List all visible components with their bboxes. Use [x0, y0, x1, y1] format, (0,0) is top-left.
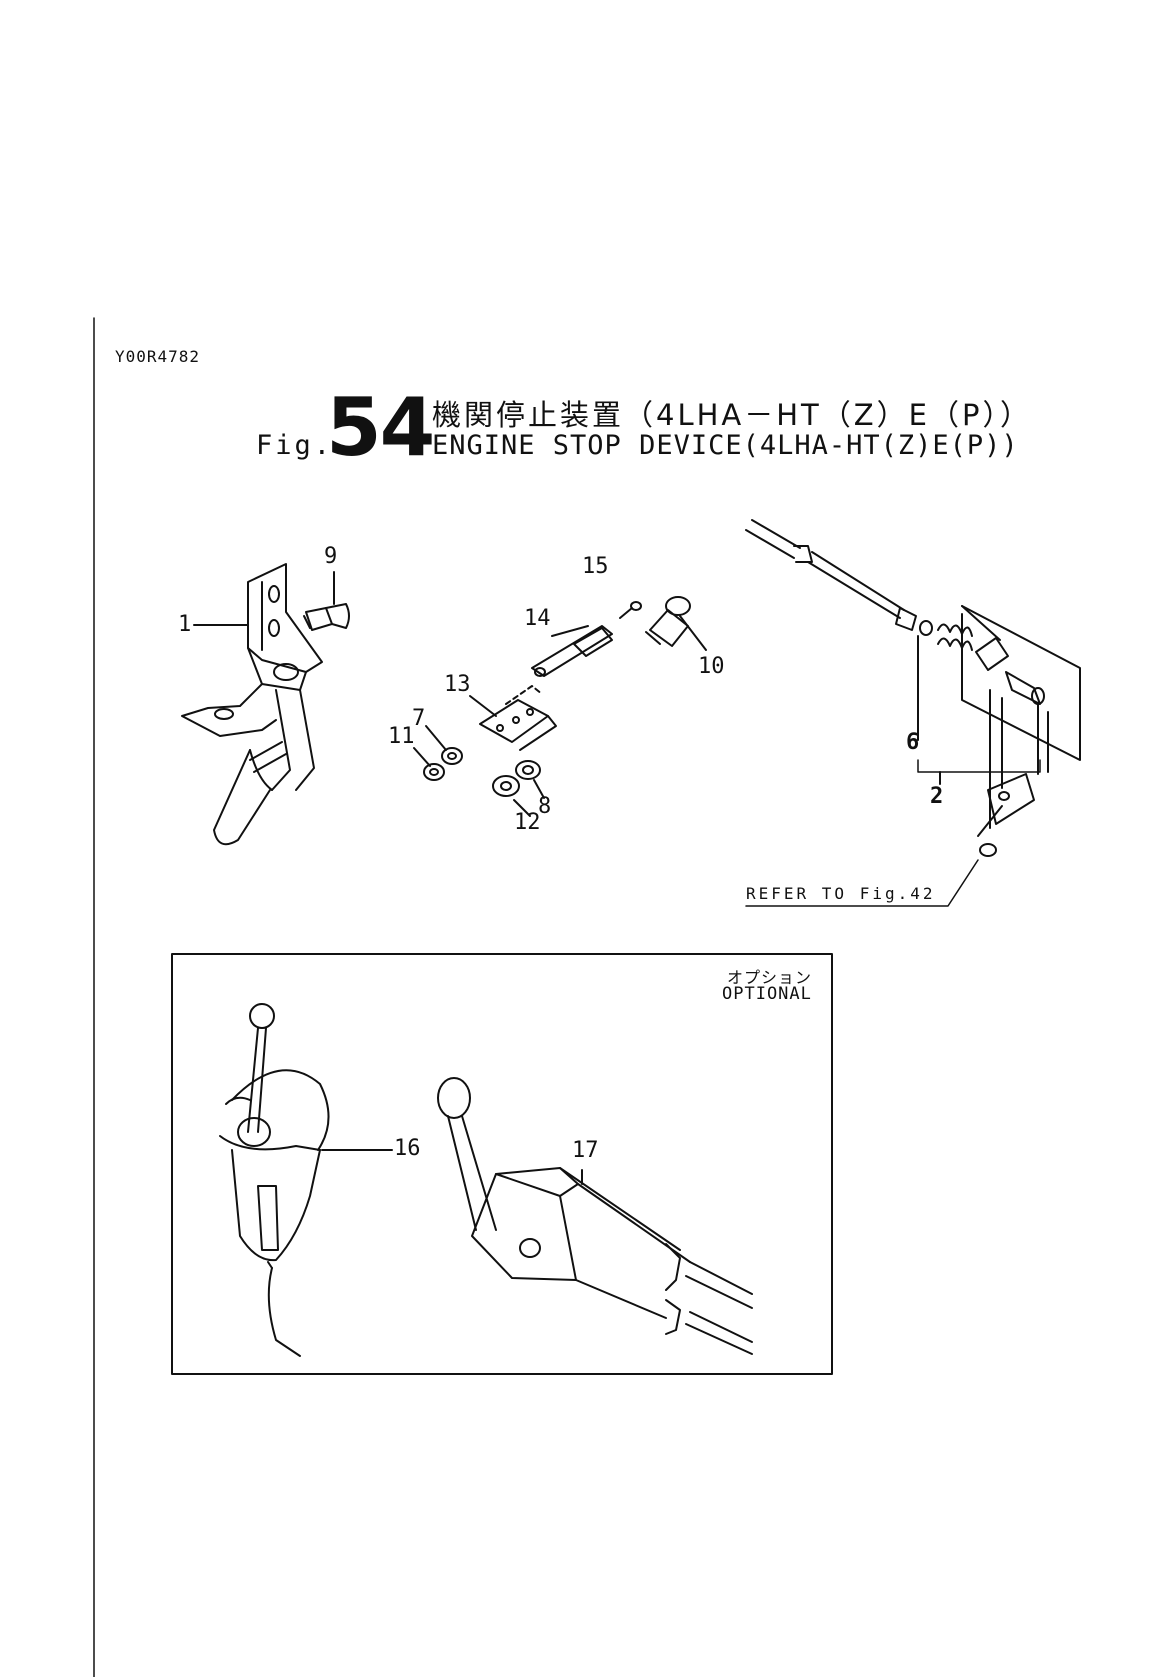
leader-10 [680, 616, 706, 650]
cable-assembly-part-2 [746, 520, 1080, 856]
callout-15: 15 [582, 554, 609, 579]
single-lever-control-part-17 [438, 1078, 752, 1354]
callout-17: 17 [572, 1138, 599, 1163]
callout-13: 13 [444, 672, 471, 697]
figure-title-japanese: 機関停止装置（4LHA－HT（Z）E（P）） [432, 392, 1032, 434]
callout-12: 12 [514, 810, 541, 835]
callout-11: 11 [388, 724, 415, 749]
leader-11 [414, 748, 430, 766]
callout-9: 9 [324, 544, 337, 569]
optional-label-english: OPTIONAL [722, 984, 812, 1004]
leader-13 [470, 696, 496, 716]
callout-14: 14 [524, 606, 551, 631]
figure-title-english: ENGINE STOP DEVICE(4LHA-HT(Z)E(P)) [432, 430, 1019, 461]
callout-10: 10 [698, 654, 725, 679]
leader-14 [552, 626, 588, 636]
callout-6: 6 [906, 730, 919, 755]
callout-16: 16 [394, 1136, 421, 1161]
callout-2: 2 [930, 784, 943, 809]
figure-prefix: Fig. [256, 430, 333, 461]
bolt-part-9 [304, 604, 349, 630]
bracket-part-1 [182, 564, 322, 844]
optional-box-frame [172, 954, 832, 1374]
leader-7 [426, 726, 446, 750]
figure-number: 54 [326, 388, 433, 468]
refer-note: REFER TO Fig.42 [746, 884, 936, 903]
document-code: Y00R4782 [115, 347, 200, 366]
callout-1: 1 [178, 612, 191, 637]
remote-lever-part-16 [220, 1004, 329, 1356]
bracket-leader-2 [918, 760, 1040, 772]
